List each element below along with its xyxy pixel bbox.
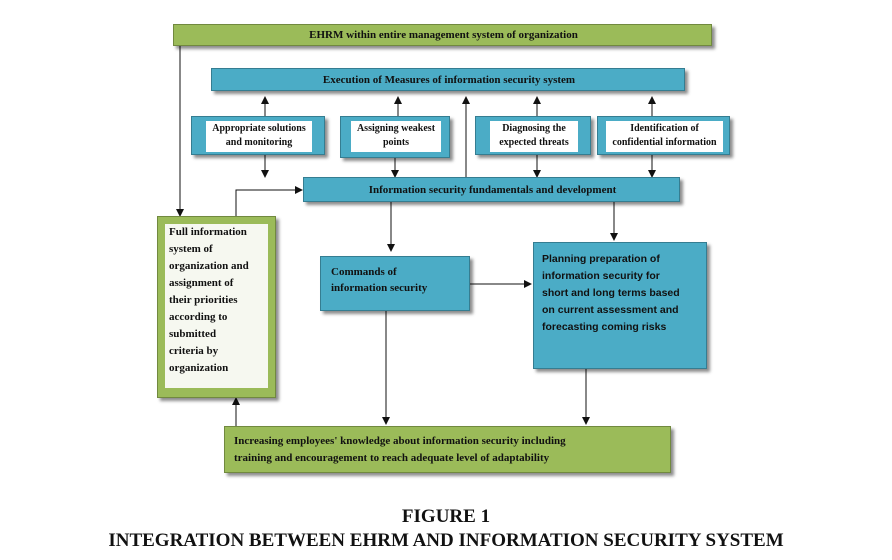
measure-label-line1: Identification of [630,123,699,134]
full-info-line: organization and [169,260,249,272]
execution-box: Execution of Measures of information sec… [211,68,685,91]
full-info-line: criteria by [169,345,219,357]
measure-label-line1: Diagnosing the [502,123,566,134]
planning-line: on current assessment and [542,304,679,316]
full-info-line: Full information [169,226,247,238]
fundamentals-label: Information security fundamentals and de… [368,184,617,196]
measure-label-line2: points [382,137,410,148]
full-info-line: organization [169,362,229,374]
measure-label-line2: and monitoring [225,137,293,148]
fundamentals-box: Information security fundamentals and de… [303,177,680,202]
measure-assigning-weakest: Assigning weakest points [340,116,450,158]
measure-label-line2: confidential information [612,137,717,148]
measure-label-line2: expected threats [499,137,569,148]
commands-line: information security [331,282,428,294]
ehrm-banner-label: EHRM within entire management system of … [309,29,578,41]
full-info-line: system of [169,243,213,255]
figure-title: INTEGRATION BETWEEN EHRM AND INFORMATION… [108,530,784,551]
planning-line: information security for [542,270,660,282]
knowledge-line: Increasing employees' knowledge about in… [234,435,566,447]
knowledge-line: training and encouragement to reach adeq… [234,452,550,464]
full-info-line: according to [169,311,228,323]
full-info-line: their priorities [169,294,238,306]
planning-line: short and long terms based [542,287,680,299]
measure-identification-confidential: Identification of confidential informati… [597,116,730,155]
figure-number: FIGURE 1 [401,506,491,527]
knowledge-box: Increasing employees' knowledge about in… [224,426,671,473]
planning-line: Planning preparation of [542,253,660,265]
measure-label-line1: Appropriate solutions [212,123,306,134]
measure-diagnosing-threats: Diagnosing the expected threats [475,116,591,155]
planning-line: forecasting coming risks [542,321,667,333]
measure-appropriate-solutions: Appropriate solutions and monitoring [191,116,325,155]
full-info-line: assignment of [169,277,234,289]
full-information-box: Full information system of organization … [157,216,276,398]
commands-line: Commands of [331,266,397,278]
planning-box: Planning preparation of information secu… [533,242,707,369]
full-info-line: submitted [169,328,217,340]
ehrm-banner: EHRM within entire management system of … [173,24,712,46]
commands-box: Commands of information security [320,256,470,311]
measure-label-line1: Assigning weakest [356,123,436,134]
execution-label: Execution of Measures of information sec… [322,74,576,86]
